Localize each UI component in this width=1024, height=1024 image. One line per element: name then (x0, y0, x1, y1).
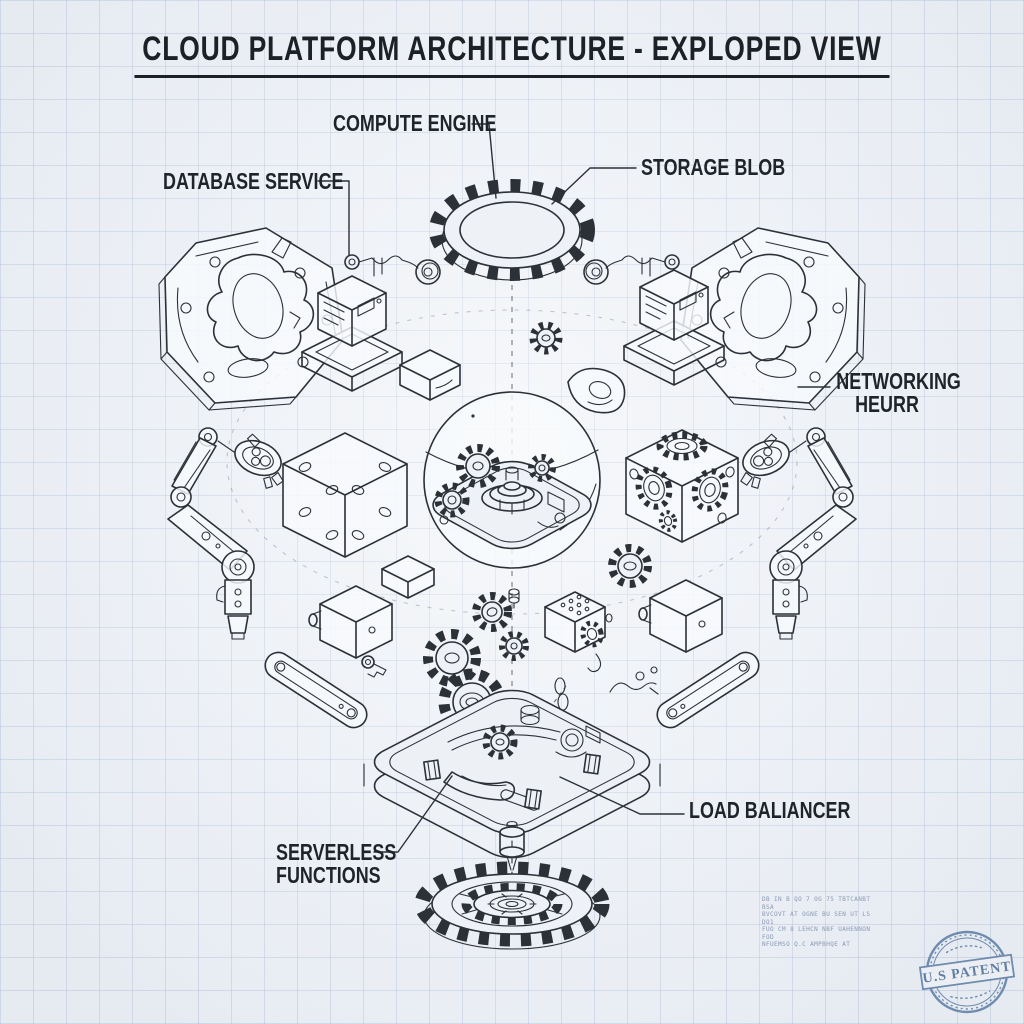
sphere-gear-assembly (423, 391, 601, 569)
slab-cube (399, 349, 461, 401)
key-clip (361, 655, 387, 678)
label-networking: NETWORKING HEURR (836, 368, 961, 417)
slab-cube-lower (381, 555, 435, 599)
cube-on-pedestal-left (301, 275, 403, 392)
label-serverless-functions: SERVERLESS FUNCTIONS (276, 839, 397, 888)
knob-cube-left (308, 585, 393, 659)
leader-lines (317, 123, 831, 853)
ring-gear (429, 179, 595, 281)
chassis-tray (363, 677, 661, 864)
robot-arm-left (167, 427, 296, 640)
robot-arm-right (740, 427, 857, 640)
dice-cube (282, 432, 408, 558)
small-gear-top (529, 321, 563, 355)
dotted-cube (544, 591, 613, 673)
wire-squiggle (609, 666, 659, 695)
connector-bar-left (264, 651, 368, 729)
gear-cube (625, 429, 739, 543)
fine-print: DB IN B QO 7 OG 75 TBTCANBT BSA BVCOVT A… (762, 896, 871, 948)
leaf-bracket (567, 367, 626, 414)
label-storage-blob: STORAGE BLOB (641, 154, 786, 180)
label-compute-engine: COMPUTE ENGINE (333, 110, 497, 136)
patent-stamp: U.S PATENT (918, 930, 1016, 1014)
octagonal-plate-left (158, 227, 344, 411)
knob-cube-right (638, 579, 723, 653)
hairspring-left (344, 254, 441, 285)
main-gear-wheel (414, 861, 610, 950)
label-load-balancer: LOAD BALIANCER (689, 797, 851, 823)
label-database-service: DATABASE SERVICE (163, 168, 344, 194)
page-title: CLOUD PLATFORM ARCHITECTURE - EXPLOPED V… (134, 30, 890, 78)
title-block: CLOUD PLATFORM ARCHITECTURE - EXPLOPED V… (0, 30, 1024, 78)
connector-bar-right (651, 646, 765, 734)
